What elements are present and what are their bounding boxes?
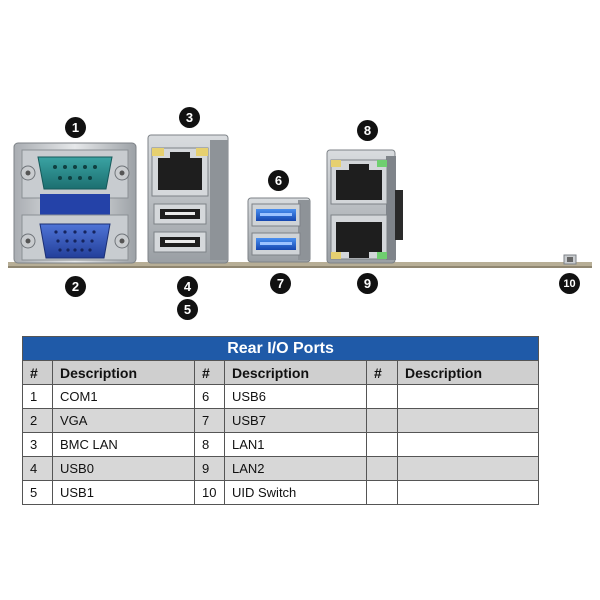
- table-cell: USB1: [52, 480, 195, 505]
- usb6-port: [251, 203, 301, 227]
- table-cell: USB6: [224, 384, 367, 409]
- table-cell: LAN1: [224, 432, 367, 457]
- table-row: 1 COM1 6 USB6: [22, 384, 540, 409]
- table-cell: USB0: [52, 456, 195, 481]
- table-row: 4 USB0 9 LAN2: [22, 456, 540, 481]
- table-cell: 4: [22, 456, 53, 481]
- table-cell: 5: [22, 480, 53, 505]
- bmc-lan-port: [151, 147, 209, 197]
- rear-io-diagram: 1 2 3 4 5 6 7 8 9 10: [8, 107, 592, 320]
- table-cell: COM1: [52, 384, 195, 409]
- callout-2: 2: [65, 276, 86, 297]
- usb1-port: [153, 231, 207, 253]
- com1-port: [20, 156, 130, 190]
- col-header-number: #: [194, 360, 225, 385]
- table-cell: [366, 456, 398, 481]
- table-title-row: Rear I/O Ports: [21, 336, 540, 361]
- table-row: 5 USB1 10 UID Switch: [22, 480, 540, 505]
- table-cell: [396, 432, 540, 457]
- table-cell: 10: [194, 480, 225, 505]
- table-cell: [366, 384, 398, 409]
- usb7-port: [251, 232, 301, 256]
- col-header-number: #: [366, 360, 398, 385]
- table-cell: 3: [22, 432, 53, 457]
- callout-8: 8: [357, 120, 378, 141]
- callout-9: 9: [357, 273, 378, 294]
- callout-5: 5: [177, 299, 198, 320]
- callout-10: 10: [559, 273, 580, 294]
- rear-io-illustration: [8, 134, 592, 268]
- table-row: 3 BMC LAN 8 LAN1: [22, 432, 540, 457]
- table-cell: UID Switch: [224, 480, 367, 505]
- lan2-port: [330, 214, 388, 260]
- callout-6: 6: [268, 170, 289, 191]
- table-cell: 9: [194, 456, 225, 481]
- uid-switch: [563, 254, 577, 265]
- table-cell: 7: [194, 408, 225, 433]
- callout-3: 3: [179, 107, 200, 128]
- table-cell: [366, 432, 398, 457]
- table-cell: 8: [194, 432, 225, 457]
- table-cell: BMC LAN: [52, 432, 195, 457]
- table-header-row: # Description # Description # Descriptio…: [22, 360, 540, 385]
- table-cell: [366, 480, 398, 505]
- table-cell: LAN2: [224, 456, 367, 481]
- table-cell: 2: [22, 408, 53, 433]
- table-cell: VGA: [52, 408, 195, 433]
- io-shield-board: [8, 262, 592, 268]
- table-row: 2 VGA 7 USB7: [22, 408, 540, 433]
- col-header-description: Description: [396, 360, 540, 385]
- table-cell: [396, 384, 540, 409]
- rear-io-ports-table: Rear I/O Ports # Description # Descripti…: [21, 336, 540, 505]
- table-cell: 6: [194, 384, 225, 409]
- table-cell: [396, 408, 540, 433]
- table-title: Rear I/O Ports: [21, 336, 540, 361]
- table-cell: 1: [22, 384, 53, 409]
- callout-7: 7: [270, 273, 291, 294]
- table-cell: USB7: [224, 408, 367, 433]
- callout-1: 1: [65, 117, 86, 138]
- table-cell: [366, 408, 398, 433]
- col-header-description: Description: [52, 360, 195, 385]
- lan1-port: [330, 159, 388, 205]
- table-cell: [396, 480, 540, 505]
- col-header-description: Description: [224, 360, 367, 385]
- usb0-port: [153, 203, 207, 225]
- vga-port: [20, 223, 130, 259]
- table-cell: [396, 456, 540, 481]
- col-header-number: #: [22, 360, 53, 385]
- callout-4: 4: [177, 276, 198, 297]
